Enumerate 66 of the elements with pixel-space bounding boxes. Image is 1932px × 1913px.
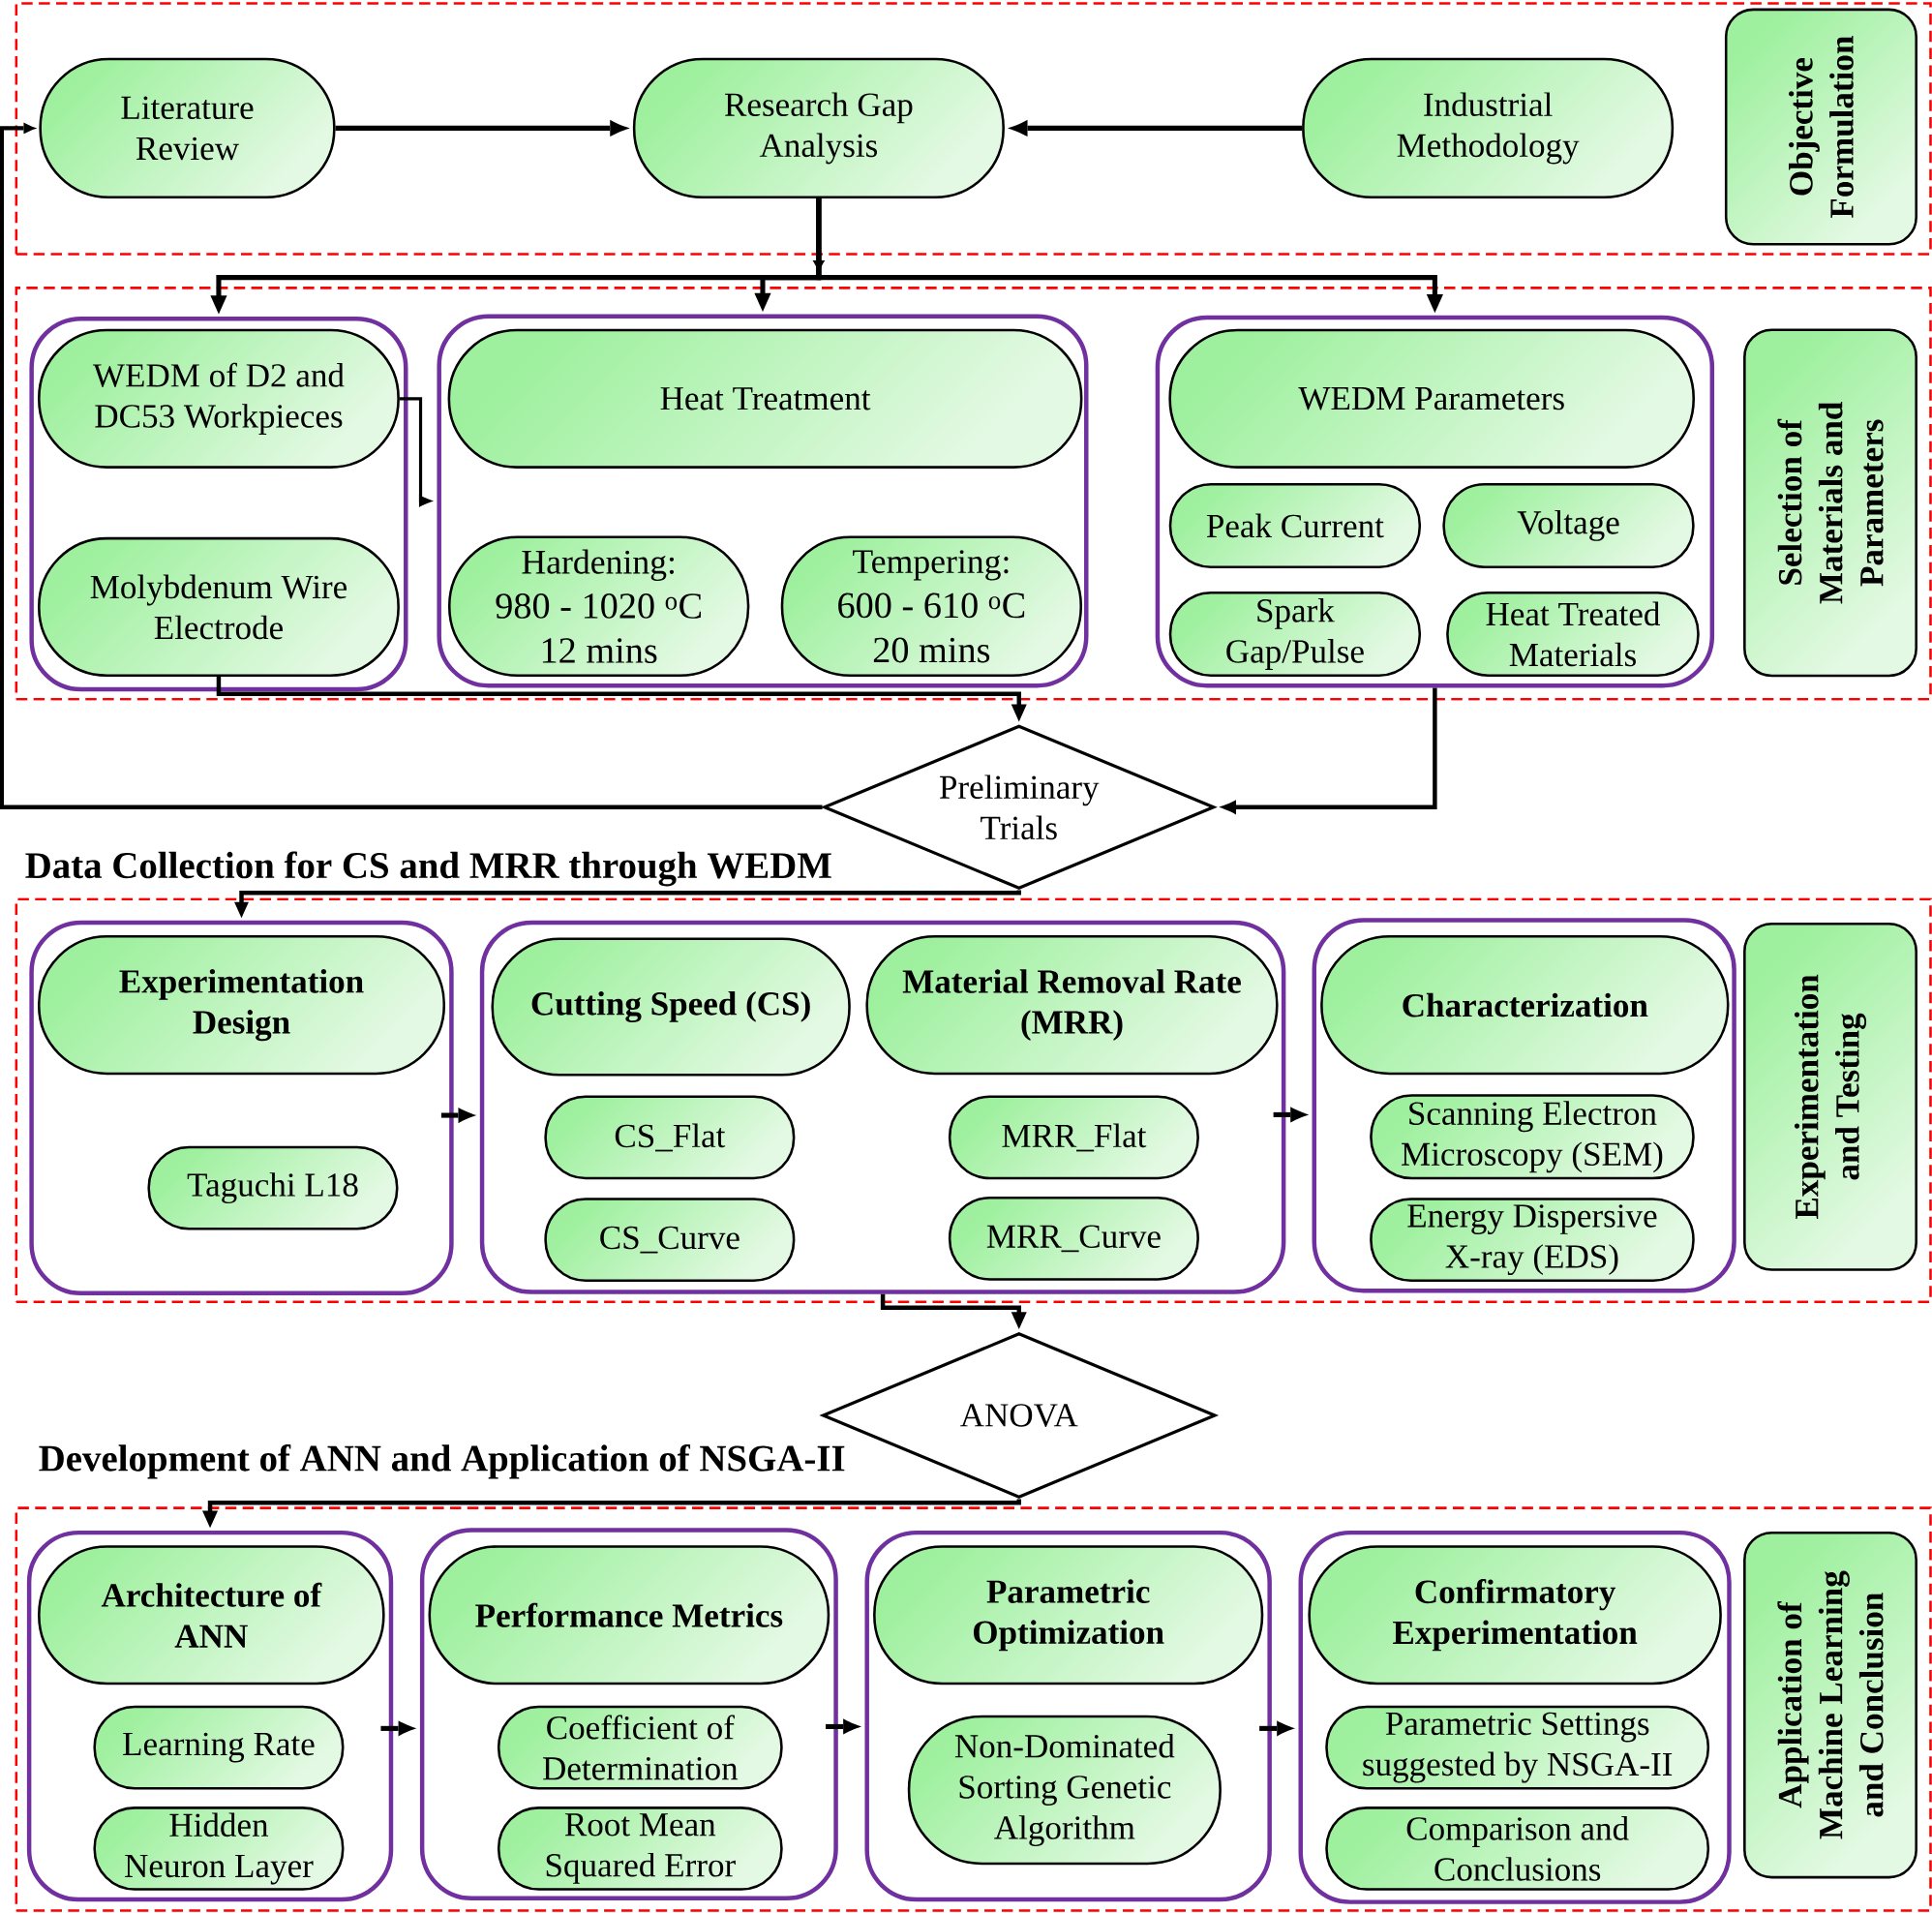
side-label-box: Selection of Materials and Parameters — [1743, 328, 1917, 678]
side-label-box: Objective Formulation — [1724, 8, 1917, 246]
rounded-box: Non-Dominated Sorting Genetic Algorithm — [907, 1716, 1222, 1866]
rounded-box: Performance Metrics — [428, 1545, 830, 1685]
rounded-box: Comparison and Conclusions — [1325, 1807, 1710, 1892]
rounded-box: Parametric Settings suggested by NSGA-II — [1325, 1705, 1710, 1790]
rounded-box: Heat Treatment — [447, 328, 1083, 470]
arrow — [234, 888, 1021, 919]
rounded-box: Hardening: 980 - 1020 $^{o}$C 12 mins — [448, 535, 750, 678]
rounded-box: Energy Dispersive X-ray (EDS) — [1370, 1198, 1695, 1283]
rounded-box: Root Mean Squared Error — [497, 1807, 783, 1892]
arrow — [1219, 687, 1437, 815]
group-panel — [1155, 315, 1715, 688]
rounded-box: Tempering: 600 - 610 $^{o}$C 20 mins — [780, 535, 1083, 678]
arrow — [0, 122, 823, 810]
rounded-box: Scanning Electron Microscopy (SEM) — [1370, 1094, 1695, 1180]
rounded-box: Architecture of ANN — [38, 1545, 385, 1685]
rounded-box: Hidden Neuron Layer — [93, 1807, 345, 1892]
rounded-box: MRR_Flat — [948, 1095, 1199, 1180]
rounded-box: Parametric Optimization — [873, 1545, 1264, 1685]
rounded-box: Material Removal Rate (MRR) — [865, 935, 1279, 1076]
arrow — [335, 119, 630, 137]
arrow — [880, 1293, 1027, 1330]
group-panel — [479, 920, 1286, 1294]
rounded-box: Research Gap Analysis — [632, 57, 1005, 199]
group-panel — [419, 1528, 838, 1901]
group-panel — [26, 1531, 394, 1902]
rounded-box: Taguchi L18 — [147, 1145, 399, 1230]
dashed-frame — [15, 287, 1932, 701]
arrow — [1259, 1720, 1296, 1737]
arrow — [399, 397, 435, 508]
rounded-box: Heat Treated Materials — [1446, 592, 1700, 678]
arrow — [380, 1720, 417, 1737]
rounded-box: WEDM of D2 and DC53 Workpieces — [38, 328, 400, 470]
rounded-box: Molybdenum Wire Electrode — [38, 537, 400, 678]
rounded-box: Cutting Speed (CS) — [491, 937, 851, 1077]
rounded-box: Literature Review — [39, 57, 336, 199]
side-label-box: Application of Machine Learning and Conclusion — [1743, 1532, 1917, 1879]
group-panel — [1298, 1531, 1732, 1905]
group-panel — [29, 920, 454, 1296]
rounded-box: Confirmatory Experimentation — [1308, 1545, 1722, 1685]
arrow — [826, 1718, 862, 1735]
rounded-box: Characterization — [1320, 935, 1730, 1076]
group-panel — [29, 317, 408, 692]
arrow — [1273, 1107, 1310, 1123]
rounded-box: CS_Curve — [544, 1198, 796, 1283]
group-panel — [864, 1531, 1272, 1902]
rounded-box: WEDM Parameters — [1168, 328, 1695, 470]
rounded-box: Peak Current — [1168, 483, 1422, 569]
arrow — [816, 198, 1443, 314]
rounded-box: Spark Gap/Pulse — [1168, 592, 1422, 678]
rounded-box: Learning Rate — [93, 1705, 345, 1790]
rounded-box: Experimentation Design — [37, 935, 446, 1076]
rounded-box: Coefficient of Determination — [497, 1705, 783, 1790]
arrow — [202, 1497, 1021, 1529]
rounded-box: MRR_Curve — [948, 1197, 1199, 1281]
group-panel — [1312, 918, 1736, 1293]
side-label-box: Experimentation and Testing — [1743, 923, 1917, 1272]
dashed-frame — [15, 2, 1932, 256]
rounded-box: Voltage — [1442, 483, 1695, 569]
rounded-box: CS_Flat — [544, 1095, 796, 1180]
group-panel — [437, 314, 1089, 688]
arrow — [216, 677, 1027, 722]
arrow — [440, 1108, 477, 1124]
arrow — [1008, 119, 1303, 137]
rounded-box: Industrial Methodology — [1302, 57, 1675, 199]
